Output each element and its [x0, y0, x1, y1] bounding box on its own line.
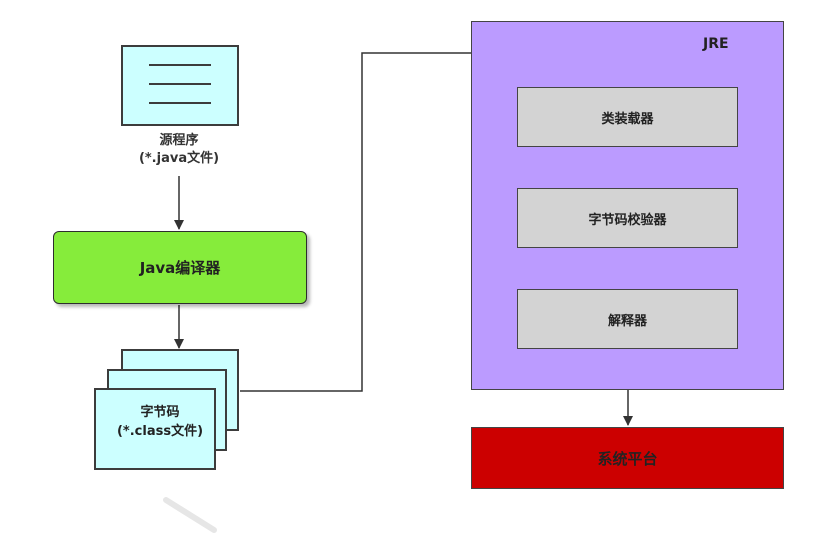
doc-line: [149, 102, 211, 104]
source-name-label: 源程序: [159, 133, 199, 148]
bytecode-page-front: [94, 388, 216, 470]
doc-line: [149, 83, 211, 85]
watermark-mark: [163, 497, 217, 533]
jre-label: JRE: [703, 36, 729, 52]
interpreter-box: 解释器: [517, 289, 738, 349]
java-compiler-box: Java编译器: [53, 231, 307, 304]
doc-line: [149, 64, 211, 66]
bytecode-verifier-box: 字节码校验器: [517, 188, 738, 248]
bytecode-name: 字节码: [140, 405, 180, 420]
source-ext-label: (*.java文件): [138, 151, 220, 166]
system-platform-box: 系统平台: [471, 427, 784, 489]
source-file-icon: [121, 45, 239, 126]
bytecode-label: 字节码 (*.class文件): [96, 403, 224, 441]
bytecode-ext: (*.class文件): [116, 424, 204, 439]
class-loader-box: 类装载器: [517, 87, 738, 147]
